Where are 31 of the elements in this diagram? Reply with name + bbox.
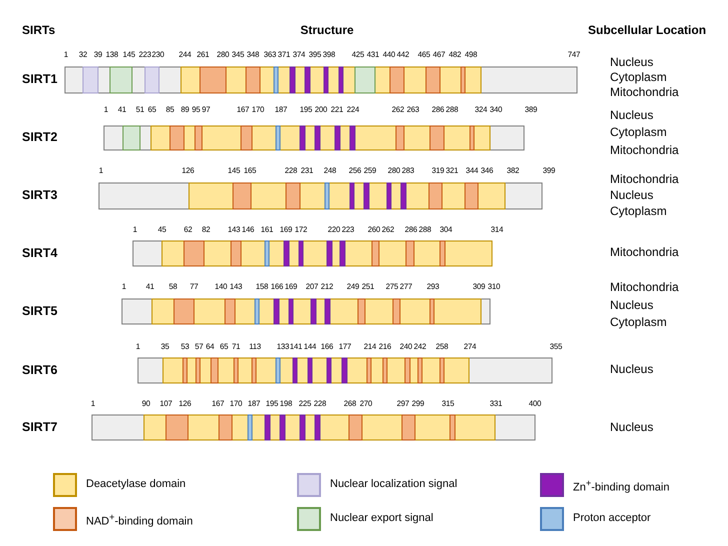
- column-header: SIRTs: [22, 23, 56, 37]
- location-label: Nucleus: [610, 362, 654, 376]
- legend-label: Zn$^{+}$-binding domain: [573, 478, 670, 494]
- location-label: Mitochondria: [610, 85, 679, 99]
- legend-label: Nuclear export signal: [330, 512, 434, 524]
- column-header: Subcellular Location: [588, 23, 706, 37]
- location-label: Mitochondria: [610, 143, 679, 157]
- protein-name: SIRT2: [22, 130, 58, 144]
- location-label: Nucleus: [610, 420, 654, 434]
- protein-name: SIRT7: [22, 420, 58, 434]
- location-label: Nucleus: [610, 55, 654, 69]
- location-label: Cytoplasm: [610, 70, 667, 84]
- location-label: Nucleus: [610, 298, 654, 312]
- location-label: Mitochondria: [610, 172, 679, 186]
- protein-name: SIRT3: [22, 188, 58, 202]
- location-label: Mitochondria: [610, 245, 679, 259]
- legend-label: Proton acceptor: [573, 512, 651, 524]
- column-header: Structure: [300, 23, 354, 37]
- protein-name: SIRT5: [22, 304, 58, 318]
- legend-label: Nuclear localization signal: [330, 478, 458, 490]
- protein-name: SIRT6: [22, 362, 58, 376]
- location-label: Nucleus: [610, 108, 654, 122]
- legend-label: Deacetylase domain: [86, 478, 186, 490]
- location-label: Cytoplasm: [610, 204, 667, 218]
- location-label: Nucleus: [610, 188, 654, 202]
- location-label: Cytoplasm: [610, 315, 667, 329]
- protein-name: SIRT4: [22, 246, 58, 260]
- location-label: Cytoplasm: [610, 125, 667, 139]
- protein-name: SIRT1: [22, 72, 58, 86]
- location-label: Mitochondria: [610, 280, 679, 294]
- legend-label: NAD$^{+}$-binding domain: [86, 512, 193, 528]
